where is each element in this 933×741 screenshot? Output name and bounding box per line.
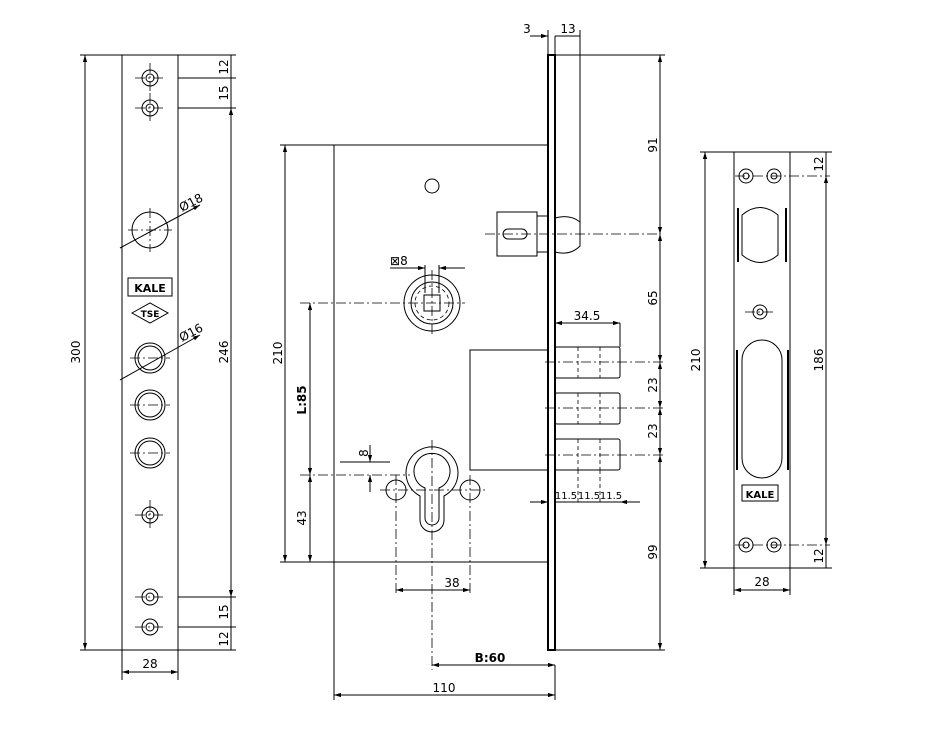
kale-logo-right: KALE: [741, 484, 779, 502]
dim-110: 110: [433, 681, 456, 695]
dim-23-a: 23: [646, 377, 660, 392]
svg-text:TSE: TSE: [141, 310, 160, 320]
svg-text:KALE: KALE: [134, 282, 166, 295]
dim-12-bottom: 12: [217, 631, 231, 646]
dim-11-5-a: 11.5: [555, 491, 577, 502]
dim-210-body: 210: [271, 342, 285, 365]
dim-210-right: 210: [689, 349, 703, 372]
dim-246: 246: [217, 341, 231, 364]
dim-15-top: 15: [217, 85, 231, 100]
dim-43: 43: [295, 510, 309, 525]
latch: [485, 211, 660, 257]
lock-body: ⊠8: [271, 22, 665, 700]
dim-11-5-c: 11.5: [600, 491, 622, 502]
spindle-hub: ⊠8: [300, 254, 465, 336]
cylinder-cutout: [300, 440, 488, 670]
dim-12-top: 12: [217, 59, 231, 74]
svg-text:KALE: KALE: [746, 490, 775, 501]
dim-12-right-bottom: 12: [812, 548, 826, 563]
dim-backset-l85: L:85: [295, 385, 309, 414]
dim-12-right-top: 12: [812, 156, 826, 171]
tse-logo: TSE: [130, 302, 170, 324]
dim-b60: B:60: [475, 651, 506, 665]
left-strike-plate: KALE TSE 300 246 12 15 15 12 28 Ø18 Ø16: [69, 54, 236, 680]
dim-dia16: Ø16: [177, 321, 205, 345]
dim-300: 300: [69, 341, 83, 364]
dim-65: 65: [646, 290, 660, 305]
bolt-opening: [741, 339, 783, 479]
dim-23-b: 23: [646, 423, 660, 438]
dim-dia18: Ø18: [177, 191, 205, 215]
dim-28-right: 28: [754, 575, 769, 589]
kale-logo: KALE: [127, 277, 173, 297]
dim-3: 3: [523, 22, 531, 36]
screw-holes: [141, 69, 159, 636]
dim-spindle-8: ⊠8: [390, 254, 408, 268]
dim-11-5-b: 11.5: [578, 491, 600, 502]
bolt-housing: [469, 349, 549, 471]
dim-28-left: 28: [142, 657, 157, 671]
dim-99: 99: [646, 544, 660, 559]
dim-186: 186: [812, 349, 826, 372]
dim-91: 91: [646, 137, 660, 152]
dim-15-bottom: 15: [217, 604, 231, 619]
dim-8: 8: [357, 449, 371, 457]
latch-opening: [741, 207, 779, 263]
mounting-hole: [424, 178, 440, 194]
right-faceplate: KALE 210 186 12 12 28: [689, 151, 832, 595]
deadbolts: [545, 346, 665, 505]
faceplate: [547, 54, 556, 651]
dim-13: 13: [560, 22, 575, 36]
bolt-holes: [134, 342, 166, 469]
dim-38: 38: [444, 576, 459, 590]
dim-34-5: 34.5: [574, 309, 601, 323]
